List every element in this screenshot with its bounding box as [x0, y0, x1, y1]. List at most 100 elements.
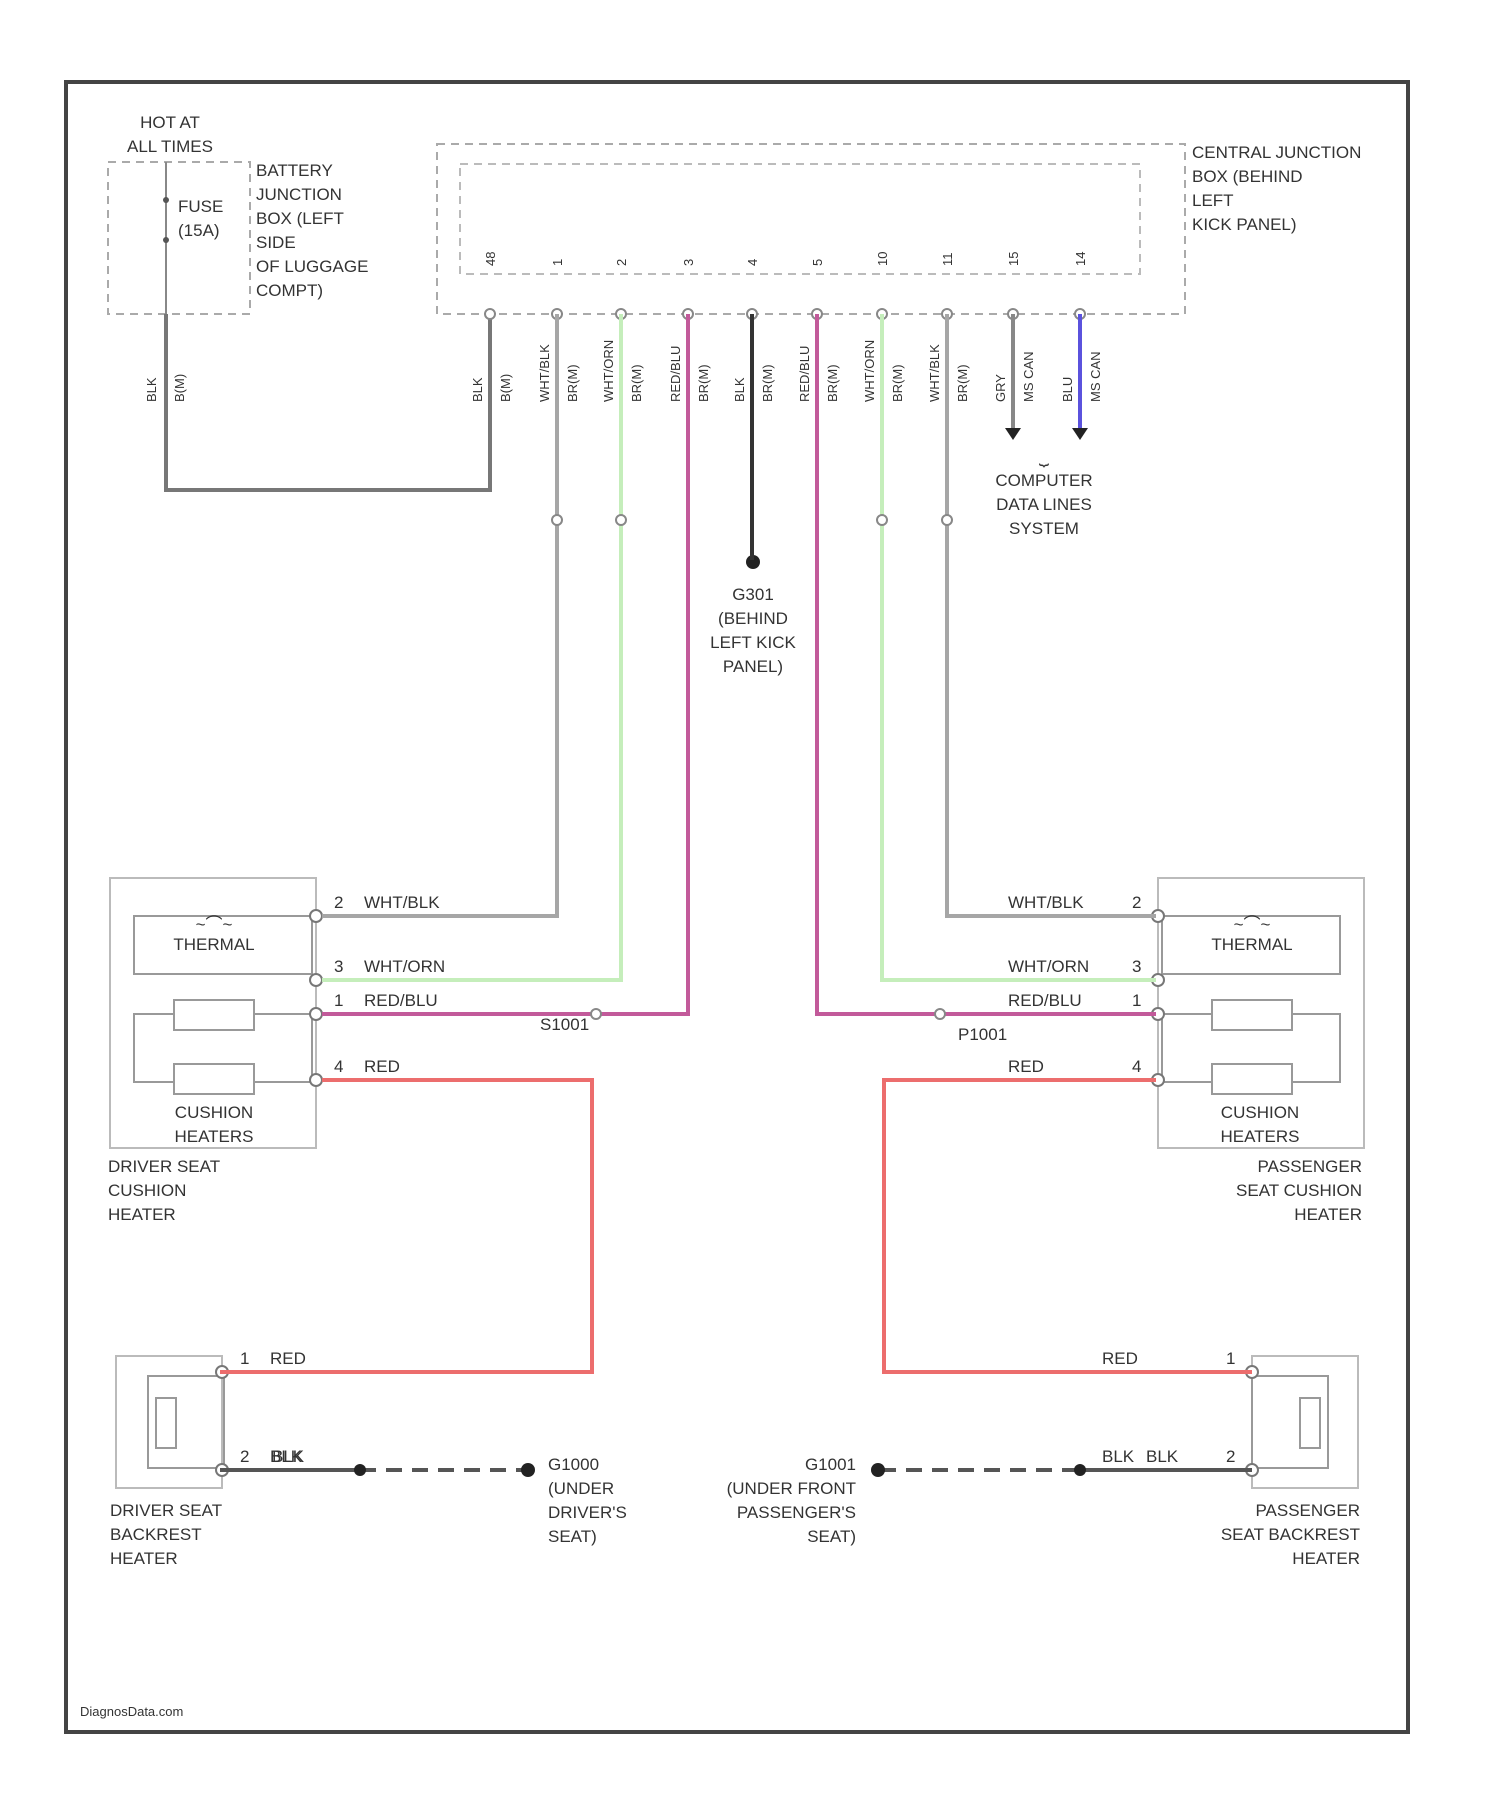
connector-wire-label: RED — [364, 1057, 400, 1076]
splice-passenger-ground — [1074, 1464, 1086, 1476]
wire-red-blu-passenger — [817, 314, 1156, 1014]
driver-heater-resistor-2 — [174, 1064, 254, 1094]
connector-pin-number: 1 — [1226, 1349, 1235, 1368]
battery-to-cjb-wire — [166, 314, 490, 490]
connector-pin-number: 2 — [1132, 893, 1141, 912]
connector-wire-label: RED/BLU — [364, 991, 438, 1010]
fuse-terminal-top — [163, 197, 169, 203]
connector-pin-number: 3 — [334, 957, 343, 976]
cjb-wire-color: RED/BLU — [797, 346, 812, 402]
connector-wire-label: RED — [1008, 1057, 1044, 1076]
cjb-pin-label: 11 — [940, 253, 955, 267]
cjb-wire-color: RED/BLU — [668, 346, 683, 402]
connector-wire-label: WHT/ORN — [1008, 957, 1089, 976]
cjb-wire-code: BR(M) — [696, 364, 711, 402]
cjb-pin-label: 5 — [810, 259, 825, 266]
cjb-pin-label: 48 — [483, 252, 498, 266]
cjb-wire-color: GRY — [993, 374, 1008, 402]
cjb-wire-code: BR(M) — [825, 364, 840, 402]
cjb-pin-label: 10 — [875, 252, 890, 266]
passenger-heater-resistor-2 — [1212, 1064, 1292, 1094]
wire-wht-orn-driver — [322, 314, 621, 980]
connector-pin-number: 2 — [334, 893, 343, 912]
connector-pin-number: 4 — [1132, 1057, 1141, 1076]
inline-connector — [616, 515, 626, 525]
passenger-backrest-resistor — [1300, 1398, 1320, 1448]
connector-wire-label: RED — [1102, 1349, 1138, 1368]
cjb-wire-color: WHT/ORN — [601, 340, 616, 402]
central-junction-box-inner — [460, 164, 1140, 274]
connector-wire-label: WHT/BLK — [364, 893, 440, 912]
connector-wire-label: BLK — [1102, 1447, 1135, 1466]
battery-wire-code: B(M) — [172, 374, 187, 402]
cjb-wire-color: BLU — [1060, 377, 1075, 402]
passenger-thermal-icon: ~⌒~ — [1234, 915, 1271, 934]
connector-pin-number: 2 — [1226, 1447, 1235, 1466]
battery-junction-box-label: BATTERYJUNCTIONBOX (LEFTSIDEOF LUGGAGECO… — [256, 161, 368, 300]
splice-driver-point — [591, 1009, 601, 1019]
passenger-backrest-pins: 1 RED 2 BLK — [1102, 1349, 1258, 1476]
passenger-heater-resistor-1 — [1212, 1000, 1292, 1030]
cjb-pin-label: 4 — [745, 259, 760, 266]
cjb-wire-code: BR(M) — [955, 364, 970, 402]
inline-connector — [942, 515, 952, 525]
cjb-pin-label: 14 — [1073, 252, 1088, 266]
connector-pin-number: 3 — [1132, 957, 1141, 976]
ground-g1001-label: G1001(UNDER FRONTPASSENGER'SSEAT) — [727, 1455, 856, 1546]
passenger-ground-wire-label: BLK — [1146, 1447, 1179, 1466]
cjb-wire-code: MS CAN — [1021, 351, 1036, 402]
cjb-wire-code: BR(M) — [760, 364, 775, 402]
cjb-wire-color: WHT/ORN — [862, 340, 877, 402]
cjb-wire-code: BR(M) — [890, 364, 905, 402]
connector-pin-number: 1 — [1132, 991, 1141, 1010]
footer-watermark: DiagnosData.com — [80, 1704, 183, 1719]
fuse-label: FUSE(15A) — [178, 197, 223, 240]
splice-passenger-point — [935, 1009, 945, 1019]
driver-thermal-label: THERMAL — [173, 935, 254, 954]
connector-wire-label: RED/BLU — [1008, 991, 1082, 1010]
cjb-wire-color: WHT/BLK — [927, 344, 942, 402]
cjb-wire-code: BR(M) — [629, 364, 644, 402]
central-junction-box — [437, 144, 1185, 314]
cjb-pin-label: 2 — [614, 259, 629, 266]
cjb-pin-label: 15 — [1006, 252, 1021, 266]
wire-red-driver-backrest — [220, 1080, 592, 1372]
cjb-wire-color: BLK — [470, 377, 485, 402]
connector-pin — [310, 974, 322, 986]
driver-thermal-icon: ~⌒~ — [196, 915, 233, 934]
cjb-wire-code: MS CAN — [1088, 351, 1103, 402]
wire-red-passenger-backrest — [884, 1080, 1252, 1372]
wire-wht-blk-driver — [322, 314, 557, 916]
data-line-arrow-blu — [1072, 428, 1088, 440]
brace-symbol: ⏟ — [1039, 447, 1049, 468]
passenger-thermal-label: THERMAL — [1211, 935, 1292, 954]
cjb-wire-code: B(M) — [498, 374, 513, 402]
inline-connector — [552, 515, 562, 525]
wire-wht-orn-passenger — [882, 314, 1156, 980]
cjb-wire-code: BR(M) — [565, 364, 580, 402]
splice-driver-ground — [354, 1464, 366, 1476]
splice-passenger-label: P1001 — [958, 1025, 1007, 1044]
cjb-wire-color: WHT/BLK — [537, 344, 552, 402]
driver-ground-wire-label: BLK — [272, 1447, 305, 1466]
ground-g1001-symbol — [871, 1463, 885, 1477]
connector-pin-number: 4 — [334, 1057, 343, 1076]
cjb-pin-label: 3 — [681, 259, 696, 266]
connector-pin-number: 2 — [240, 1447, 249, 1466]
connector-pin-number: 1 — [334, 991, 343, 1010]
driver-heater-resistor-1 — [174, 1000, 254, 1030]
connector-wire-label: WHT/ORN — [364, 957, 445, 976]
connector-wire-label: RED — [270, 1349, 306, 1368]
driver-cushion-pins: 2 WHT/BLK 3 WHT/ORN 1 RED/BLU 4 RED — [310, 893, 445, 1086]
